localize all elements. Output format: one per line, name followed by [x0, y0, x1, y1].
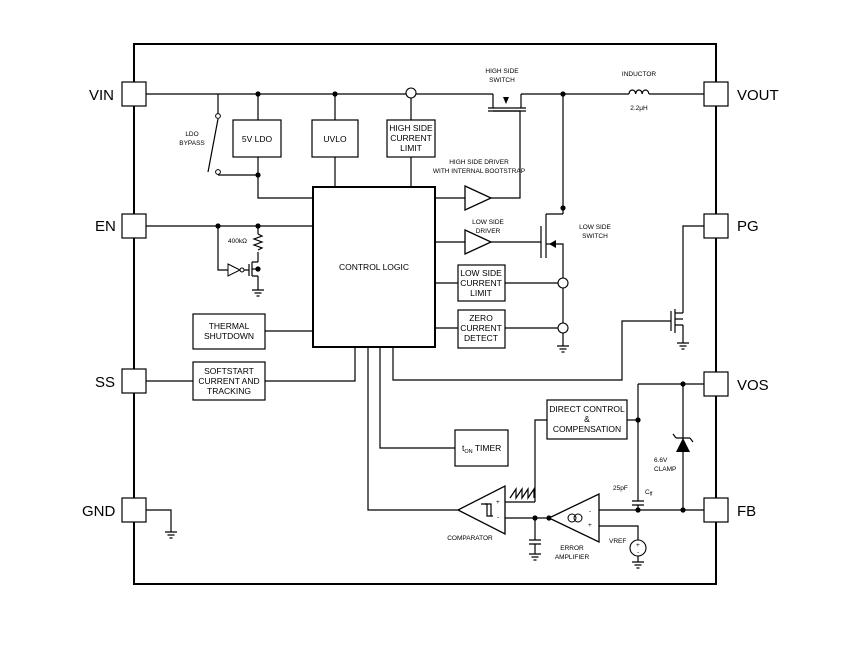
ton-timer-block: tON TIMER [454, 429, 509, 467]
ls-switch-line1: LOW SIDE [579, 224, 611, 231]
ldo-bypass-line1: LDO [185, 131, 198, 138]
comparator-label: COMPARATOR [447, 535, 493, 542]
junction-dots [215, 91, 686, 521]
ldo-label: 5V LDO [242, 134, 273, 144]
ldo-bypass-switch: LDO BYPASS [179, 113, 221, 175]
error-amplifier: - + ERROR AMPLIFIER [547, 492, 600, 561]
comparator: + - COMPARATOR [447, 484, 506, 542]
pin-pg: PG [703, 213, 759, 239]
pin-vos: VOS [703, 371, 769, 397]
error-amp-line2: AMPLIFIER [555, 554, 590, 561]
softstart-line1: SOFTSTART [204, 366, 254, 376]
high-side-switch: HIGH SIDE SWITCH [485, 68, 526, 112]
pin-pg-label: PG [737, 218, 759, 235]
softstart-block: SOFTSTART CURRENT AND TRACKING [192, 361, 266, 401]
feedforward-cap: 25pF Cff [613, 485, 653, 510]
direct-control-line3: COMPENSATION [553, 424, 621, 434]
zero-current-line2: CURRENT [460, 323, 502, 333]
ls-limit-line1: LOW SIDE [460, 268, 502, 278]
gnd-pin-ground-icon [165, 531, 177, 539]
ldo-bypass-line2: BYPASS [179, 140, 205, 147]
error-amp-line1: ERROR [560, 545, 584, 552]
direct-control-line2: & [584, 414, 590, 424]
pin-fb: FB [703, 497, 756, 523]
svg-text:-: - [497, 514, 499, 521]
uvlo-block: UVLO [311, 119, 359, 158]
resistor-label: 400kΩ [228, 238, 247, 245]
hs-limit-line3: LIMIT [400, 143, 422, 153]
cff-name: Cff [645, 489, 653, 498]
clamp-line1: 6.6V [654, 457, 668, 464]
hs-switch-line1: HIGH SIDE [485, 68, 519, 75]
hs-current-limit-block: HIGH SIDE CURRENT LIMIT [386, 119, 436, 158]
ldo-block: 5V LDO [232, 119, 282, 158]
ls-driver-line2: DRIVER [476, 228, 501, 235]
pin-fb-label: FB [737, 503, 756, 520]
inductor-label: INDUCTOR [622, 71, 656, 78]
pin-vos-label: VOS [737, 377, 769, 394]
ls-current-limit-block: LOW SIDE CURRENT LIMIT [457, 264, 506, 302]
pin-vout-label: VOUT [737, 87, 779, 104]
ton-timer-label: tON TIMER [462, 443, 501, 455]
pin-en: EN [95, 213, 147, 239]
zero-current-detect-block: ZERO CURRENT DETECT [457, 309, 506, 349]
chip-outline [133, 43, 717, 585]
zero-current-line1: ZERO [469, 313, 493, 323]
pin-vout: VOUT [703, 81, 779, 107]
inductor-value: 2.2μH [630, 105, 648, 112]
thermal-line1: THERMAL [209, 321, 250, 331]
pin-en-label: EN [95, 218, 116, 235]
ramp-icon [509, 487, 535, 500]
svg-text:-: - [589, 508, 591, 515]
low-side-switch: LOW SIDE SWITCH [540, 213, 612, 258]
cff-value: 25pF [613, 485, 628, 492]
ls-switch-line2: SWITCH [582, 233, 608, 240]
svg-text:+: + [496, 499, 500, 506]
pin-ss-label: SS [95, 374, 115, 391]
control-logic-label: CONTROL LOGIC [339, 262, 409, 272]
pin-vin: VIN [89, 81, 147, 107]
inductor: INDUCTOR 2.2μH [622, 71, 656, 112]
direct-control-block: DIRECT CONTROL & COMPENSATION [546, 399, 628, 440]
svg-text:+: + [588, 522, 592, 529]
hs-limit-line2: CURRENT [390, 133, 432, 143]
ls-driver: LOW SIDE DRIVER [464, 219, 505, 256]
thermal-shutdown-block: THERMAL SHUTDOWN [192, 313, 266, 350]
hs-driver-line2: WITH INTERNAL BOOTSTRAP [433, 168, 525, 175]
thermal-line2: SHUTDOWN [204, 331, 254, 341]
svg-text:-: - [637, 549, 639, 556]
hs-driver: HIGH SIDE DRIVER WITH INTERNAL BOOTSTRAP [433, 159, 525, 212]
current-sense-points [405, 87, 569, 334]
vref-source: + - VREF [609, 538, 647, 569]
hs-switch-line2: SWITCH [489, 77, 515, 84]
switch-node-ground-icon [557, 345, 569, 353]
vref-label: VREF [609, 538, 626, 545]
svg-text:+: + [636, 542, 640, 549]
en-pulldown: 400kΩ [227, 233, 264, 297]
control-logic-block: CONTROL LOGIC [312, 186, 436, 348]
ls-limit-line2: CURRENT [460, 278, 502, 288]
ls-limit-line3: LIMIT [470, 288, 492, 298]
pin-vin-label: VIN [89, 87, 114, 104]
hs-limit-line1: HIGH SIDE [389, 123, 433, 133]
softstart-line2: CURRENT AND [198, 376, 259, 386]
hs-driver-line1: HIGH SIDE DRIVER [449, 159, 509, 166]
direct-control-line1: DIRECT CONTROL [549, 404, 625, 414]
pin-ss: SS [95, 368, 147, 394]
ls-driver-line1: LOW SIDE [472, 219, 504, 226]
pin-gnd-label: GND [82, 503, 116, 520]
clamp-line2: CLAMP [654, 466, 676, 473]
softstart-line3: TRACKING [207, 386, 251, 396]
pg-transistor [670, 309, 689, 350]
ramp-cap-ground-icon [529, 553, 541, 561]
pin-gnd: GND [82, 497, 147, 523]
ramp-cap [529, 539, 541, 554]
wiring [146, 93, 704, 540]
uvlo-label: UVLO [323, 134, 347, 144]
zero-current-line3: DETECT [464, 333, 498, 343]
zener-clamp: 6.6V CLAMP [654, 433, 694, 473]
